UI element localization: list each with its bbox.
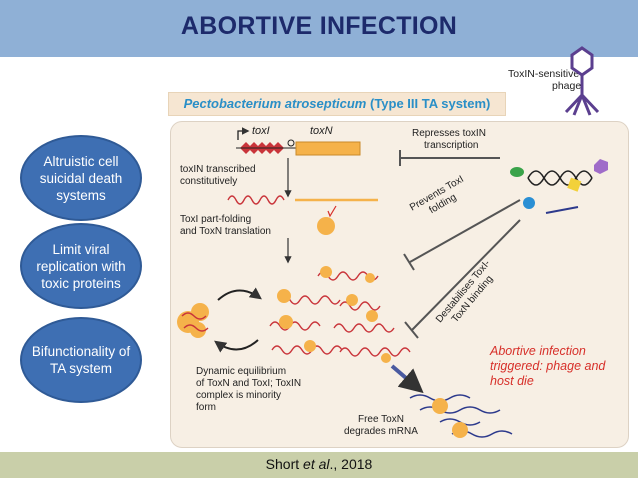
gene-diagram	[236, 127, 361, 156]
toxin-complexes	[269, 271, 411, 357]
transcribed-line1: toxIN transcribed	[180, 164, 256, 175]
citation-year: ., 2018	[329, 456, 373, 472]
represses-line2: transcription	[424, 140, 479, 151]
abortive-line3: host die	[490, 374, 534, 388]
ellipse-limit-viral-text: Limit viral replication with toxic prote…	[36, 241, 126, 291]
gene-label-toxN: toxN	[310, 125, 333, 137]
diagram-panel	[170, 121, 629, 448]
phage-label-line2: phage	[552, 80, 582, 92]
repression-bars	[399, 150, 521, 339]
abortive-label: Abortive infection triggered: phage and …	[490, 344, 605, 389]
toxin-cluster-left	[177, 303, 209, 338]
free-toxN	[432, 398, 468, 438]
slide-title: ABORTIVE INFECTION	[180, 12, 458, 40]
citation: Short et al., 2018	[0, 456, 638, 472]
abortive-line1: Abortive infection	[490, 344, 586, 358]
title-band: ABORTIVE INFECTION	[0, 0, 638, 57]
ellipse-bifunctionality-text: Bifunctionality of TA system	[31, 344, 131, 376]
free-toxN-line1: Free ToxN	[357, 414, 404, 425]
ellipse-limit-viral: Limit viral replication with toxic prote…	[20, 223, 142, 309]
toxN-gene	[295, 141, 361, 156]
species-name: Pectobacterium atrosepticum	[183, 96, 367, 111]
gene-label-toxI: toxI	[252, 125, 270, 137]
folding-line2: and ToxN translation	[180, 226, 271, 237]
citation-author: Short	[265, 456, 304, 472]
transcribed-label: toxIN transcribed constitutively	[180, 164, 256, 188]
equilibrium-line4: form	[196, 402, 216, 413]
species-label: Pectobacterium atrosepticum (Type III TA…	[168, 92, 506, 116]
phage-label-line1: ToxIN-sensitive	[508, 68, 580, 80]
free-toxN-line2: degrades mRNA	[344, 426, 418, 437]
equilibrium-line1: Dynamic equilibrium	[196, 366, 287, 377]
mrna-strand	[227, 195, 285, 205]
species-system: (Type III TA system)	[366, 96, 491, 111]
abortive-line2: triggered: phage and	[490, 359, 606, 373]
folding-label: ToxI part-folding and ToxN translation	[180, 214, 271, 238]
represses-label: Represses toxIN transcription	[412, 128, 486, 152]
ellipse-altruistic: Altruistic cell suicidal death systems	[20, 135, 142, 221]
phage-dna	[527, 170, 593, 186]
phage-label: ToxIN-sensitive phage	[508, 68, 581, 92]
toxin-proteins	[277, 266, 391, 363]
ellipse-altruistic-text: Altruistic cell suicidal death systems	[39, 153, 123, 203]
citation-etal: et al	[303, 456, 330, 472]
represses-line1: Represses toxIN	[412, 128, 486, 139]
phage-components	[510, 159, 608, 214]
transcribed-line2: constitutively	[180, 176, 238, 187]
free-toxN-label: Free ToxN degrades mRNA	[344, 414, 418, 438]
folding-line1: ToxI part-folding	[180, 214, 252, 225]
equilibrium-line2: of ToxN and ToxI; ToxIN	[196, 378, 302, 389]
equilibrium-label: Dynamic equilibrium of ToxN and ToxI; To…	[196, 366, 301, 414]
phage-icon	[564, 46, 600, 116]
equilibrium-line3: complex is minority	[196, 390, 282, 401]
footer-band: Short et al., 2018	[0, 452, 638, 478]
ellipse-bifunctionality: Bifunctionality of TA system	[20, 317, 142, 403]
